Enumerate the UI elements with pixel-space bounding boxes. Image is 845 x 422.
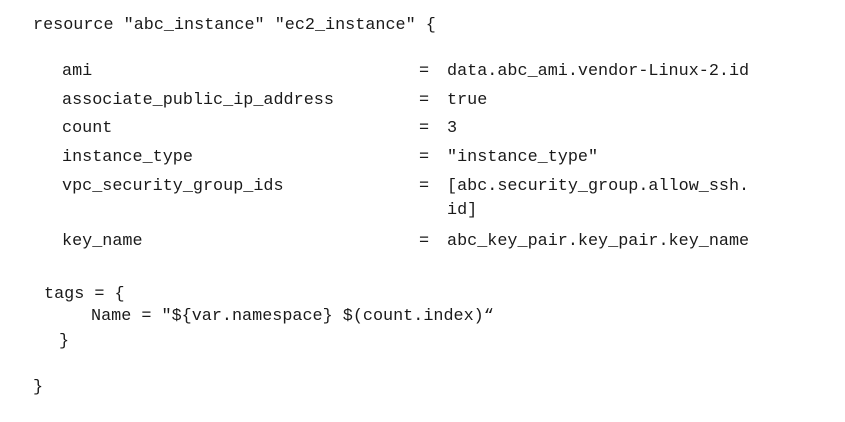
tags-close-brace: } (59, 332, 70, 351)
attr-eq-ami: = (419, 62, 430, 81)
attr-name-instance-type: instance_type (62, 148, 193, 167)
attr-eq-count: = (419, 119, 430, 138)
attr-value-vpc-security-group-ids-cont: id] (447, 201, 478, 220)
attr-eq-associate-public-ip-address: = (419, 91, 430, 110)
attr-value-count: 3 (447, 119, 458, 138)
tags-open-line: tags = { (44, 285, 125, 304)
attr-name-associate-public-ip-address: associate_public_ip_address (62, 91, 334, 110)
attr-name-key-name: key_name (62, 232, 143, 251)
attr-value-vpc-security-group-ids: [abc.security_group.allow_ssh. (447, 177, 750, 196)
attr-value-associate-public-ip-address: true (447, 91, 488, 110)
attr-name-count: count (62, 119, 113, 138)
tags-name-line: Name = "${var.namespace} $(count.index)“ (91, 307, 494, 326)
attr-eq-key-name: = (419, 232, 430, 251)
resource-close-brace: } (33, 378, 44, 397)
attr-eq-instance-type: = (419, 148, 430, 167)
attr-value-instance-type: "instance_type" (447, 148, 599, 167)
attr-eq-vpc-security-group-ids: = (419, 177, 430, 196)
attr-name-vpc-security-group-ids: vpc_security_group_ids (62, 177, 284, 196)
attr-name-ami: ami (62, 62, 93, 81)
resource-declaration-line: resource "abc_instance" "ec2_instance" { (33, 16, 436, 35)
attr-value-key-name: abc_key_pair.key_pair.key_name (447, 232, 750, 251)
attr-value-ami: data.abc_ami.vendor-Linux-2.id (447, 62, 750, 81)
